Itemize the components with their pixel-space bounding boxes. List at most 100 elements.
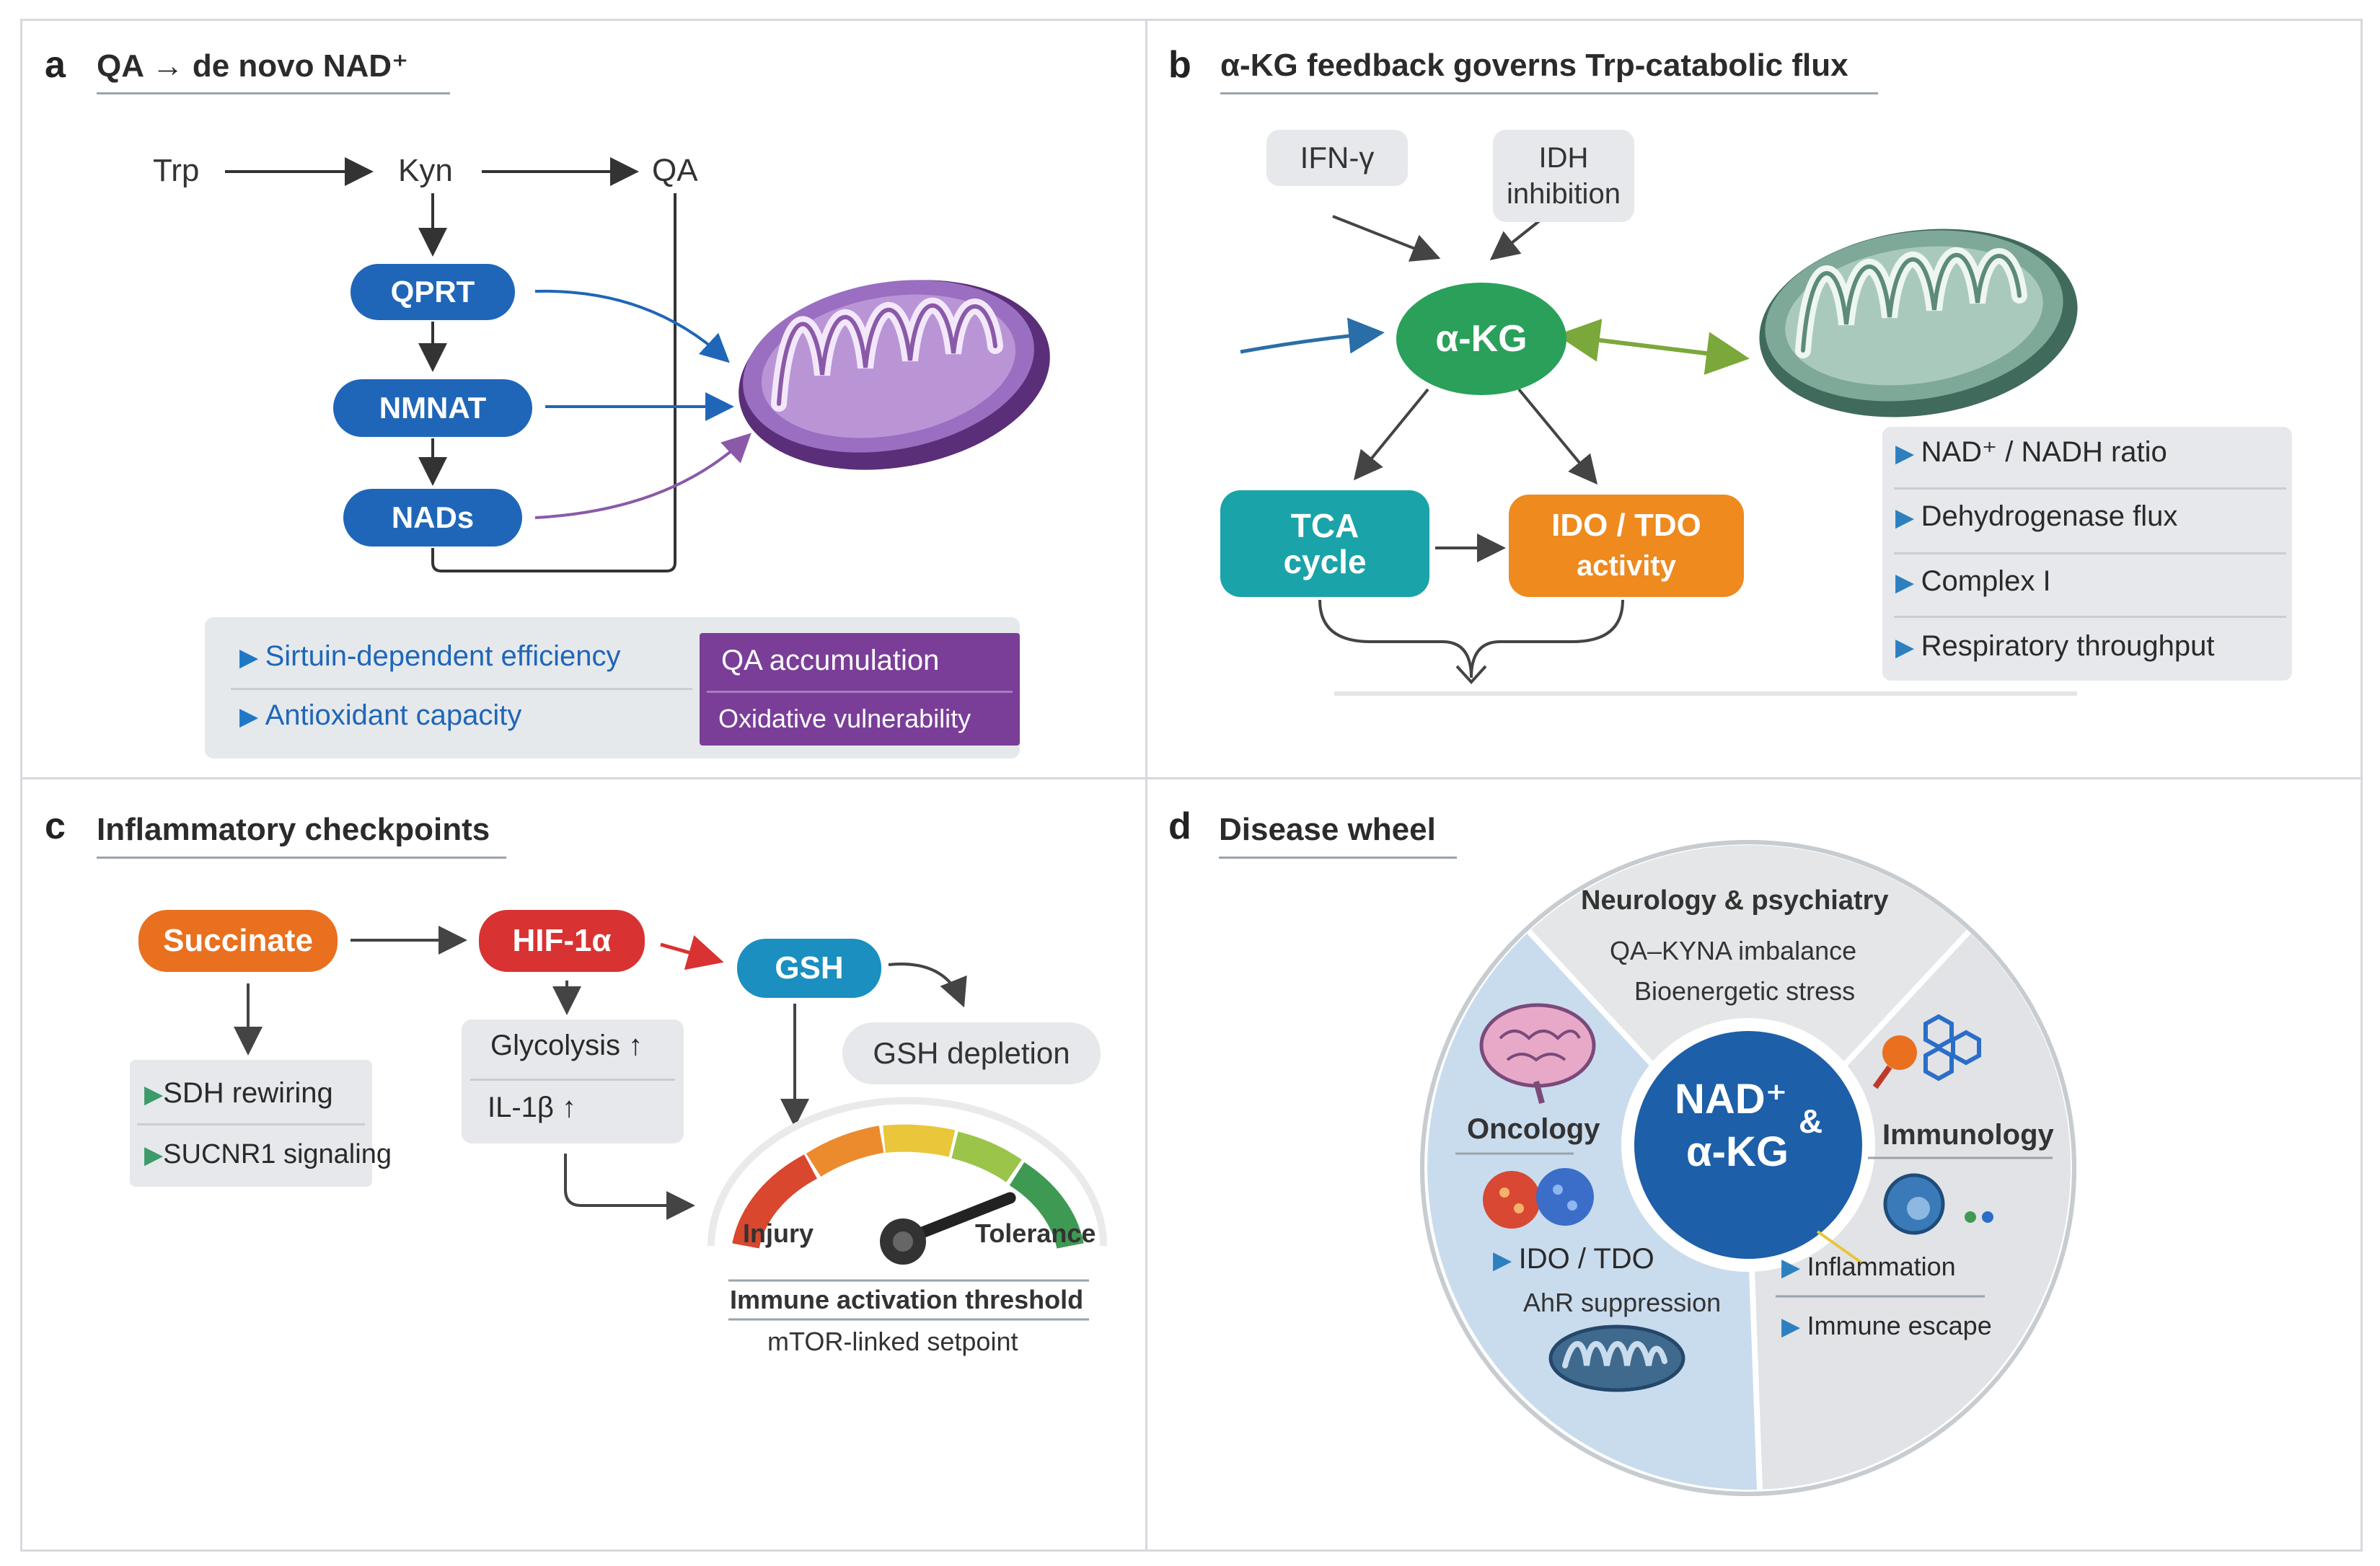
sector-right-title: Immunology — [1882, 1119, 2054, 1151]
input-idh-inhibition: IDH inhibition — [1493, 130, 1634, 222]
bullet-icon: ▶ — [1781, 1313, 1807, 1340]
mitochondrion-a-icon — [739, 280, 1050, 470]
panel-a-letter: a — [45, 44, 66, 86]
panel-c-title-underline — [97, 857, 506, 859]
hub-nad: NAD⁺ — [1675, 1076, 1788, 1123]
hub-akg: α-KG — [1686, 1128, 1789, 1175]
succ-item-1-text: SDH rewiring — [163, 1077, 333, 1109]
input-idh-inhibition-label: IDH inhibition — [1507, 142, 1621, 210]
bullet-icon: ▶ — [1895, 440, 1921, 467]
sector-right-item-1: ▶ Inflammation — [1781, 1252, 1956, 1282]
enzyme-nads: NADs — [343, 489, 522, 547]
tca-label-2: cycle — [1283, 543, 1367, 580]
succ-item-2-text: SUCNR1 signaling — [163, 1139, 392, 1169]
sector-right-item-1-text: Inflammation — [1807, 1252, 1956, 1281]
panel-a-title-underline — [97, 92, 450, 94]
sector-left-item-1: ▶ IDO / TDO — [1493, 1243, 1654, 1275]
bullet-icon: ▶ — [1895, 634, 1921, 661]
immune-cell-icon — [1816, 1173, 1993, 1265]
readout-4: ▶ Respiratory throughput — [1895, 630, 2215, 663]
panel-b-letter: b — [1168, 44, 1191, 86]
panel-b-title-underline — [1220, 92, 1878, 94]
hif-node: HIF-1α — [479, 910, 645, 972]
tca-label-1: TCA — [1290, 507, 1359, 544]
bullet-icon: ▶ — [1781, 1254, 1807, 1281]
gsh-depletion-label: GSH depletion — [873, 1036, 1070, 1070]
qa-box-sep — [707, 691, 1013, 693]
bullet-icon: ▶ — [144, 1141, 164, 1169]
gauge-icon — [708, 1097, 1107, 1265]
panel-a-title: QA → de novo NAD⁺ — [97, 48, 409, 84]
panel-c-title: Inflammatory checkpoints — [97, 812, 490, 847]
gsh-node: GSH — [737, 939, 881, 998]
panel-c-letter: c — [45, 805, 66, 847]
bullet-icon: ▶ — [1895, 504, 1921, 531]
hub-ampersand: & — [1799, 1102, 1823, 1140]
mitochondrion-d-icon — [1548, 1324, 1685, 1392]
readout-1-text: NAD⁺ / NADH ratio — [1921, 436, 2167, 468]
readout-sep-3 — [1894, 616, 2286, 618]
mitochondrion-b-icon — [1759, 229, 2078, 417]
panel-d-title: Disease wheel — [1219, 812, 1436, 847]
sector-left-item-2: AhR suppression — [1523, 1288, 1722, 1317]
panel-d-title-underline — [1219, 857, 1457, 859]
succ-item-1: ▶SDH rewiring — [144, 1077, 333, 1110]
list-a-2: ▶ Antioxidant capacity — [239, 699, 521, 732]
gauge-label-injury: Injury — [743, 1218, 814, 1248]
node-qa: QA — [652, 153, 698, 188]
readout-2: ▶ Dehydrogenase flux — [1895, 500, 2177, 533]
sector-top-title: Neurology & psychiatry — [1581, 885, 1889, 916]
panel-c-arrows — [234, 926, 1107, 1321]
gsh-depletion: GSH depletion — [842, 1022, 1101, 1084]
readout-sep-1 — [1894, 487, 2286, 490]
input-ifn-gamma-label: IFN-γ — [1300, 141, 1375, 174]
list-a-sep — [231, 688, 692, 690]
hif-item-1: Glycolysis ↑ — [490, 1030, 643, 1061]
bullet-icon: ▶ — [144, 1081, 164, 1108]
list-a-1-text: Sirtuin-dependent efficiency — [265, 640, 621, 672]
hif-item-2: IL-1β ↑ — [488, 1092, 577, 1123]
brain-icon — [1479, 1003, 1596, 1105]
readout-2-text: Dehydrogenase flux — [1921, 500, 2178, 532]
tca-cycle-node: TCA cycle — [1220, 490, 1429, 597]
succ-item-2: ▶SUCNR1 signaling — [144, 1139, 392, 1170]
bullet-icon: ▶ — [1895, 569, 1921, 596]
gauge-label-tolerance: Tolerance — [975, 1218, 1096, 1248]
panel-b-title: α-KG feedback governs Trp-catabolic flux — [1220, 48, 1848, 83]
sector-left-title: Oncology — [1467, 1113, 1600, 1145]
hif-list-box — [462, 1019, 684, 1143]
readout-4-text: Respiratory throughput — [1921, 630, 2215, 662]
bullet-icon: ▶ — [239, 644, 265, 671]
qa-purple-box — [700, 633, 1020, 746]
sector-top-line-2: Bioenergetic stress — [1634, 976, 1856, 1006]
akg-node: α-KG — [1396, 283, 1566, 395]
node-kyn: Kyn — [398, 153, 453, 188]
sector-top-line-1: QA–KYNA imbalance — [1610, 936, 1857, 965]
panel-b-arrows — [1240, 215, 2078, 696]
readout-sep-2 — [1894, 552, 2286, 554]
threshold-caption: Immune activation threshold — [730, 1285, 1084, 1314]
sector-right-item-2-text: Immune escape — [1807, 1311, 1992, 1340]
enzyme-qprt: QPRT — [351, 264, 515, 320]
list-a-1: ▶ Sirtuin-dependent efficiency — [239, 640, 621, 673]
sector-left-item-1-text: IDO / TDO — [1518, 1243, 1654, 1275]
panel-d-letter: d — [1168, 805, 1191, 847]
hif-sep — [470, 1079, 675, 1081]
succ-sep — [137, 1123, 365, 1125]
qa-accumulation: QA accumulation — [721, 645, 940, 676]
node-trp: Trp — [153, 153, 200, 188]
tumor-cells-icon — [1483, 1168, 1594, 1229]
setpoint-caption: mTOR-linked setpoint — [767, 1327, 1018, 1356]
ido-label-2: activity — [1577, 550, 1676, 582]
molecule-icon — [1872, 1014, 1981, 1089]
oxidative-vulnerability: Oxidative vulnerability — [718, 704, 971, 733]
ido-tdo-node: IDO / TDO activity — [1509, 495, 1744, 597]
readout-1: ▶ NAD⁺ / NADH ratio — [1895, 435, 2167, 469]
readout-3: ▶ Complex I — [1895, 565, 2051, 598]
bullet-icon: ▶ — [239, 703, 265, 730]
panel-a-arrows — [225, 157, 1050, 572]
input-ifn-gamma: IFN-γ — [1266, 130, 1408, 186]
bullet-icon: ▶ — [1493, 1247, 1519, 1274]
sector-right-item-2: ▶ Immune escape — [1781, 1311, 1992, 1341]
